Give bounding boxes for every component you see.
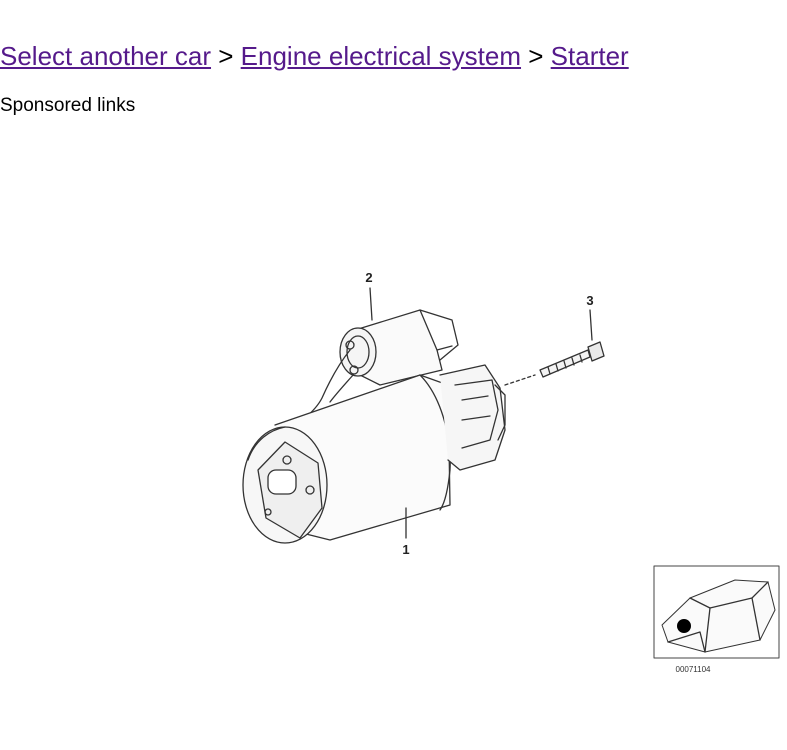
breadcrumb-link-select-car[interactable]: Select another car <box>0 41 212 71</box>
breadcrumb-link-engine-electrical[interactable]: Engine electrical system <box>240 41 522 71</box>
sponsored-links-label: Sponsored links <box>0 95 136 116</box>
callout-3-leader <box>589 309 593 341</box>
breadcrumb-link-starter[interactable]: Starter <box>550 41 629 71</box>
starter-bolt-drawing <box>504 341 605 386</box>
starter-motor-drawing <box>242 374 451 544</box>
callout-2-leader <box>369 287 373 321</box>
parts-diagram: 1 2 3 00071104 <box>0 170 787 700</box>
breadcrumb-separator: > <box>528 41 551 71</box>
breadcrumb: Select another car > Engine electrical s… <box>0 38 629 74</box>
callout-2: 2 <box>365 270 372 285</box>
locator-marker <box>677 619 691 633</box>
callout-3: 3 <box>586 293 593 308</box>
breadcrumb-separator: > <box>218 41 241 71</box>
drive-end-housing-drawing <box>439 364 506 471</box>
locator-code: 00071104 <box>676 665 712 674</box>
vehicle-locator-inset <box>653 565 780 659</box>
starter-diagram-svg: 1 2 3 00071104 <box>242 270 780 674</box>
callout-1: 1 <box>402 542 409 557</box>
